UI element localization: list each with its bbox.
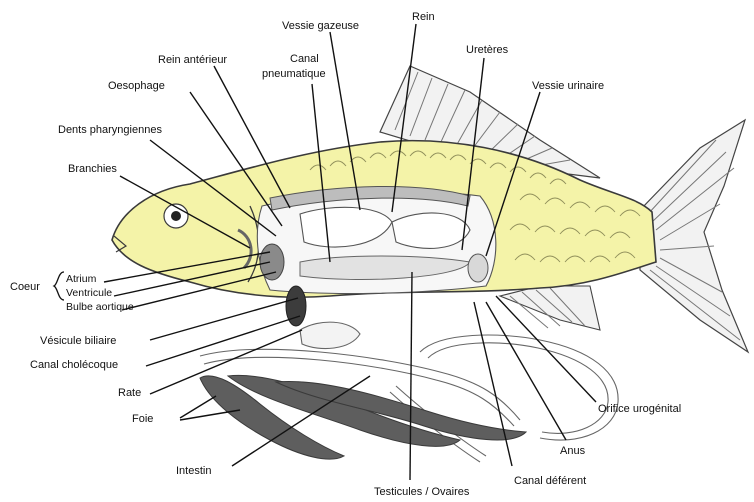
label-vessie-gazeuse: Vessie gazeuse (282, 20, 359, 32)
label-branchies: Branchies (68, 163, 117, 175)
label-oesophage: Oesophage (108, 80, 165, 92)
label-canal-deferent: Canal déférent (514, 475, 586, 487)
label-canal-cholecoque: Canal cholécoque (30, 359, 118, 371)
label-vesicule-biliaire: Vésicule biliaire (40, 335, 116, 347)
label-anus: Anus (560, 445, 586, 457)
label-testicules-ovaires: Testicules / Ovaires (374, 486, 470, 498)
label-rate: Rate (118, 387, 141, 399)
label-vessie-urinaire: Vessie urinaire (532, 80, 604, 92)
label-rein: Rein (412, 11, 435, 23)
label-coeur: Coeur (10, 281, 40, 293)
label-dents-pharyngiennes: Dents pharyngiennes (58, 124, 162, 136)
label-orifice-urogenital: Orifice urogénital (598, 403, 681, 415)
label-canal-pneumatique-2: pneumatique (262, 68, 326, 80)
label-foie: Foie (132, 413, 153, 425)
label-bulbe-aortique: Bulbe aortique (66, 301, 134, 313)
label-intestin: Intestin (176, 465, 211, 477)
label-atrium: Atrium (66, 273, 97, 285)
label-canal-pneumatique-1: Canal (290, 53, 319, 65)
label-ureteres: Uretères (466, 44, 509, 56)
label-ventricule: Ventricule (66, 287, 112, 299)
label-rein-anterieur: Rein antérieur (158, 54, 227, 66)
